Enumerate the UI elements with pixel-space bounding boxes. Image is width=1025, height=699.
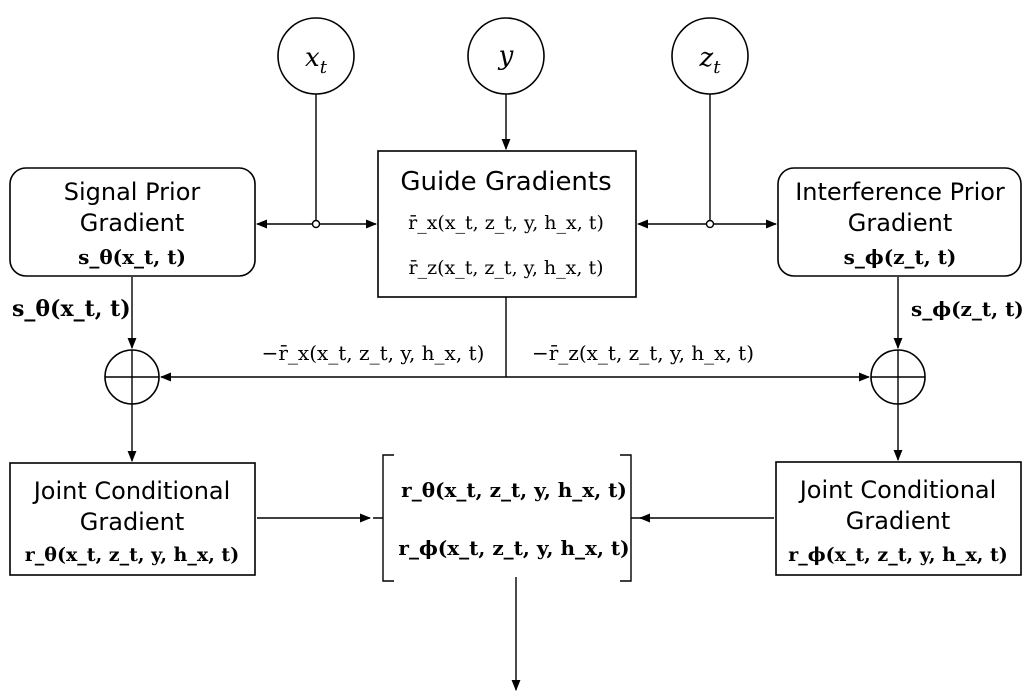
interference-prior-line1: Interference Prior: [795, 178, 1005, 206]
joint-left-formula: r_θ(x_t, z_t, y, h_x, t): [25, 544, 239, 566]
interference-prior-box: Interference Prior Gradient s_ϕ(z_t, t): [777, 167, 1022, 277]
joint-right-box: Joint Conditional Gradient r_ϕ(x_t, z_t,…: [775, 461, 1022, 576]
signal-prior-box: Signal Prior Gradient s_θ(x_t, t): [9, 167, 256, 277]
node-zt: zt: [671, 17, 749, 95]
signal-prior-line1: Signal Prior: [64, 178, 201, 206]
signal-prior-formula: s_θ(x_t, t): [78, 245, 186, 269]
label-left-s: s_θ(x_t, t): [12, 296, 131, 322]
node-zt-sub: t: [713, 57, 721, 78]
interference-prior-line2: Gradient: [848, 209, 952, 237]
guide-title: Guide Gradients: [400, 167, 611, 197]
edges: [127, 94, 903, 692]
guide-formula-z: r̄_z(x_t, z_t, y, h_x, t): [408, 257, 603, 279]
right-bracket: [620, 454, 641, 582]
junction-xt: [311, 219, 321, 229]
joint-left-line1: Joint Conditional: [32, 477, 231, 505]
node-y: y: [467, 17, 545, 95]
joint-left-line2: Gradient: [80, 508, 184, 536]
guide-formula-x: r̄_x(x_t, z_t, y, h_x, t): [408, 212, 604, 234]
node-zt-label: z: [699, 43, 714, 73]
node-y-label: y: [498, 41, 514, 71]
joint-right-line1: Joint Conditional: [798, 476, 997, 504]
node-xt-sub: t: [320, 57, 328, 78]
label-neg-rz: −r̄_z(x_t, z_t, y, h_x, t): [532, 341, 754, 365]
joint-left-box: Joint Conditional Gradient r_θ(x_t, z_t,…: [9, 462, 256, 576]
svg-text:zt: zt: [699, 43, 722, 78]
svg-text:xt: xt: [305, 43, 328, 78]
output-r-theta: r_θ(x_t, z_t, y, h_x, t): [401, 478, 627, 502]
output-r-phi: r_ϕ(x_t, z_t, y, h_x, t): [398, 536, 629, 560]
label-neg-rx: −r̄_x(x_t, z_t, y, h_x, t): [262, 341, 485, 365]
signal-prior-line2: Gradient: [80, 209, 184, 237]
joint-right-line2: Gradient: [846, 507, 950, 535]
interference-prior-formula: s_ϕ(z_t, t): [844, 245, 957, 269]
joint-right-formula: r_ϕ(x_t, z_t, y, h_x, t): [788, 544, 1008, 566]
sum-right: [870, 349, 926, 405]
guide-gradients-box: Guide Gradients r̄_x(x_t, z_t, y, h_x, t…: [377, 150, 637, 298]
output-vector: r_θ(x_t, z_t, y, h_x, t) r_ϕ(x_t, z_t, y…: [373, 454, 641, 582]
node-xt-label: x: [305, 43, 320, 73]
junction-zt: [705, 219, 715, 229]
label-right-s: s_ϕ(z_t, t): [911, 297, 1024, 321]
sum-left: [104, 349, 160, 405]
left-bracket: [373, 454, 394, 582]
node-xt: xt: [277, 17, 355, 95]
